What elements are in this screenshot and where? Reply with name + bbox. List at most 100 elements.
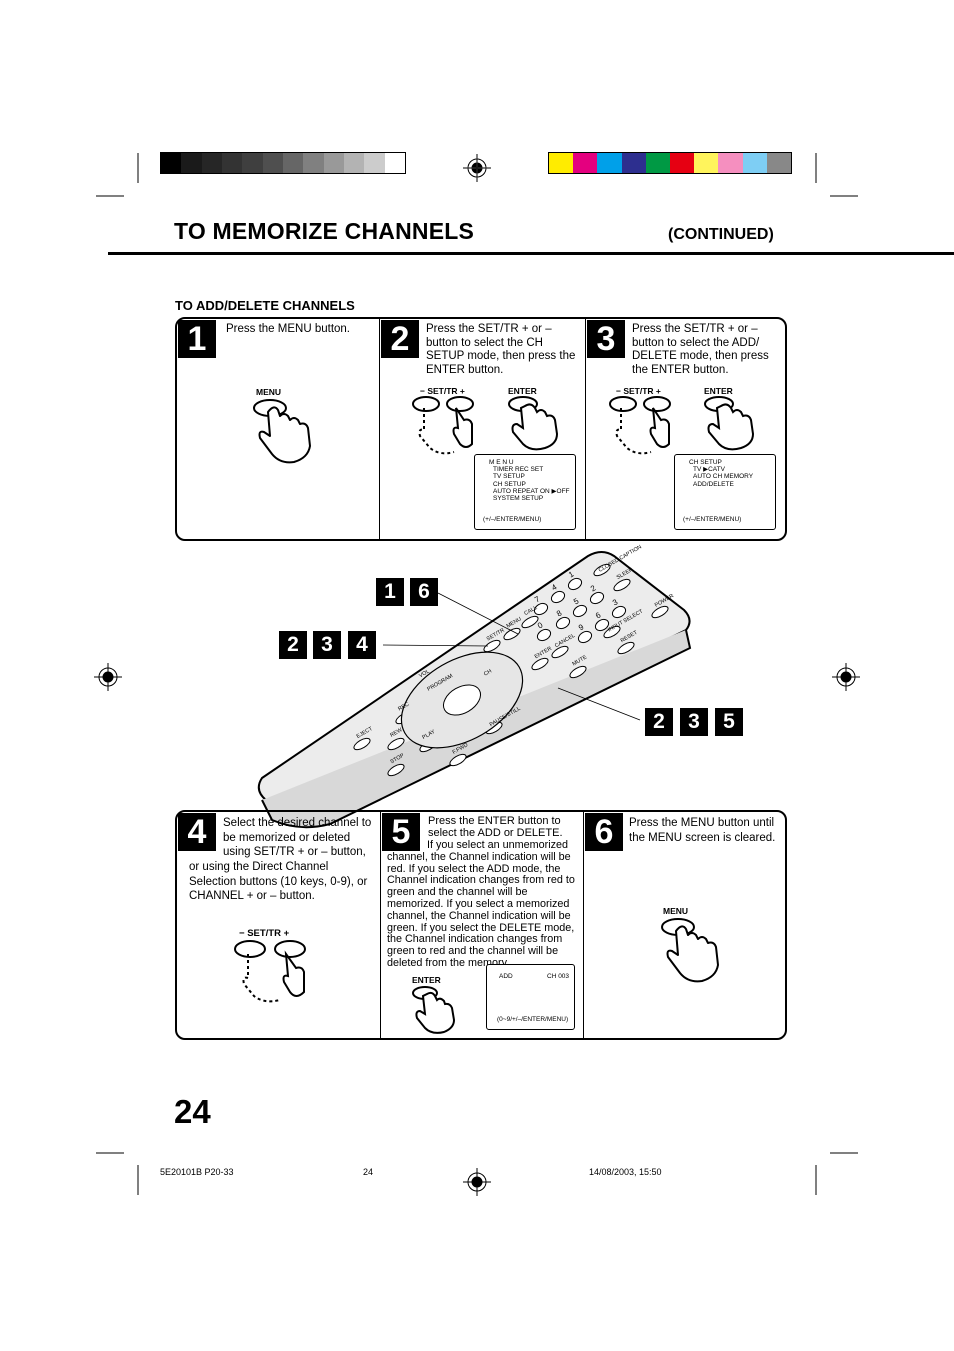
- screen-line: M E N U: [489, 459, 514, 466]
- number-key: [555, 616, 571, 630]
- number-key: [577, 630, 593, 644]
- screen-line: AUTO CH MEMORY: [693, 473, 754, 481]
- screen-line: CH SETUP: [689, 459, 722, 466]
- set-tr-button-label: − SET/TR +: [239, 928, 290, 939]
- rew-key: [387, 737, 405, 751]
- step-6-number: 6: [585, 813, 623, 851]
- reset-key: [617, 641, 635, 655]
- screen-mode: ADD: [499, 973, 513, 980]
- calibration-swatch: [201, 153, 222, 173]
- step-3-text: Press the SET/TR + or – button to select…: [632, 323, 769, 376]
- number-key: [567, 577, 583, 591]
- step-5-text-a: Press the ENTER button to select the ADD…: [428, 815, 563, 839]
- screen-line: SYSTEM SETUP: [493, 495, 544, 503]
- calibration-swatch: [766, 153, 792, 173]
- set-tr-hand-icon: [609, 396, 671, 455]
- step-3-number: 3: [587, 320, 625, 358]
- step-4-text-b: or using the Direct Channel Selection bu…: [189, 861, 368, 902]
- step-2-number: 2: [381, 320, 419, 358]
- section-title: TO ADD/DELETE CHANNELS: [175, 298, 355, 313]
- registration-mark-bottom: [463, 1168, 491, 1196]
- enter-hand-icon: [508, 396, 559, 451]
- badge-step: 6: [410, 578, 438, 606]
- screen-footer: (+/–/ENTER/MENU): [483, 516, 542, 523]
- screen-line: CH SETUP: [493, 480, 526, 488]
- calibration-swatch: [718, 153, 743, 173]
- badge-step: 3: [680, 708, 708, 736]
- registration-mark-left: [94, 663, 122, 691]
- calibration-swatch: [282, 153, 304, 173]
- badge-step: 1: [376, 578, 404, 606]
- calibration-swatch: [621, 153, 646, 173]
- gray-calibration-bar: [160, 152, 406, 174]
- mute-key: [569, 665, 587, 679]
- enter-key: [531, 657, 549, 671]
- screen-footer: (0~9/+/–/ENTER/MENU): [497, 1016, 569, 1023]
- enter-button-label: ENTER: [704, 386, 733, 396]
- closed-caption-key: [593, 563, 611, 577]
- enter-hand-icon: [704, 396, 755, 451]
- step-4-text-a: Select the desired channel to be memoriz…: [223, 817, 372, 858]
- page-title: TO MEMORIZE CHANNELS: [174, 218, 475, 244]
- number-key: [594, 618, 610, 632]
- step-1-number: 1: [178, 320, 216, 358]
- call-key: [521, 615, 539, 629]
- step-1-text: Press the MENU button.: [226, 323, 350, 335]
- add-delete-screen: ADD CH 003 (0~9/+/–/ENTER/MENU): [486, 964, 575, 1030]
- calibration-swatch: [670, 153, 695, 173]
- calibration-swatch: [573, 153, 598, 173]
- step-5-number: 5: [382, 813, 420, 851]
- screen-line: AUTO REPEAT ON ▶OFF: [493, 487, 570, 495]
- footer-right: 14/08/2003, 15:50: [589, 1167, 662, 1177]
- calibration-swatch: [303, 153, 324, 173]
- screen-line: TV SETUP: [493, 473, 525, 481]
- menu-key: [503, 627, 521, 641]
- panel-divider: [380, 812, 381, 1038]
- calibration-swatch: [364, 153, 385, 173]
- registration-mark-top: [463, 154, 491, 182]
- footer-left: 5E20101B P20-33: [160, 1167, 234, 1177]
- enter-button-label: ENTER: [508, 386, 537, 396]
- continued-label: (CONTINUED): [668, 226, 774, 243]
- sleep-key: [613, 578, 631, 592]
- step-6-text: Press the MENU button until the MENU scr…: [629, 817, 776, 844]
- cancel-key: [551, 645, 569, 659]
- badge-step: 4: [348, 631, 376, 659]
- remote-dpad: [400, 651, 524, 749]
- stop-key: [387, 763, 405, 777]
- panel-divider: [583, 812, 584, 1038]
- step-5-text-b: If you select an unmemorized channel, th…: [387, 839, 575, 969]
- steps-1-3-panel: [175, 317, 787, 541]
- calibration-swatch: [645, 153, 671, 173]
- color-calibration-bar: [548, 152, 792, 174]
- screen-line: TIMER REC SET: [493, 466, 544, 474]
- hand-press-icon: [253, 399, 311, 464]
- input-select-key: [603, 625, 621, 639]
- panel-divider: [379, 319, 380, 539]
- calibration-swatch: [242, 153, 263, 173]
- set-tr-button-label: − SET/TR +: [420, 386, 465, 396]
- calibration-swatch: [384, 153, 405, 173]
- calibration-swatch: [742, 153, 767, 173]
- number-key: [572, 604, 588, 618]
- screen-channel: CH 003: [547, 973, 570, 980]
- calibration-swatch: [221, 153, 243, 173]
- calibration-swatch: [181, 153, 202, 173]
- number-key: [536, 628, 552, 642]
- number-key: [589, 591, 605, 605]
- screen-footer: (+/–/ENTER/MENU): [683, 516, 742, 523]
- screen-line: TV ▶CATV: [693, 466, 725, 474]
- registration-mark-right: [832, 663, 860, 691]
- number-key: [550, 590, 566, 604]
- enter-button-label: ENTER: [412, 975, 441, 985]
- calibration-swatch: [597, 153, 622, 173]
- page-number: 24: [174, 1093, 211, 1130]
- panel-divider: [585, 319, 586, 539]
- badge-step: 2: [279, 631, 307, 659]
